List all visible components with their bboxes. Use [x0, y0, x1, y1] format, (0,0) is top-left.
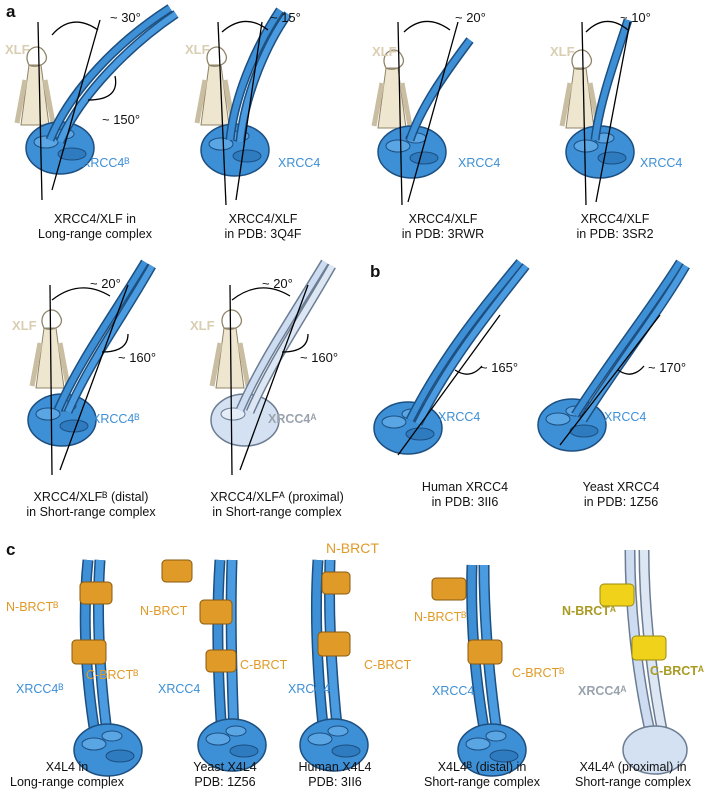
structure-b1 [373, 259, 530, 456]
structure-a4 [562, 18, 635, 206]
xrcc4-label: XRCC4 [458, 156, 501, 170]
angle-label: ~ 15° [270, 10, 301, 25]
xlf-label: XLF [372, 44, 397, 59]
caption: XRCC4/XLFᴮ (distal)in Short-range comple… [26, 490, 156, 519]
xrcc4-label: XRCC4ᴮ [16, 682, 64, 696]
panel-label-c: c [6, 540, 16, 559]
structure-b2 [537, 259, 690, 452]
xlf-label: XLF [550, 44, 575, 59]
xrcc4-label: XRCC4 [640, 156, 683, 170]
structure-c5 [599, 549, 688, 775]
angle-label: ~ 10° [620, 10, 651, 25]
structure-c1 [71, 559, 143, 777]
xrcc4-label: XRCC4ᴬ [578, 684, 627, 698]
structure-c4 [431, 564, 527, 777]
xlf-label: XLF [185, 42, 210, 57]
xrcc4-label: XRCC4 [278, 156, 321, 170]
structure-a5 [27, 259, 156, 476]
xlf-label: XLF [5, 42, 30, 57]
structure-a1 [17, 4, 179, 201]
n-brct-label: N-BRCT [140, 604, 188, 618]
xrcc4-label: XRCC4ᴮ [82, 156, 130, 170]
structure-a6 [211, 259, 336, 476]
xrcc4-label: XRCC4 [604, 410, 647, 424]
xrcc4-label: XRCC4 [158, 682, 201, 696]
n-brct-label: N-BRCTᴮ [6, 600, 59, 614]
angle-label: ~ 20° [262, 276, 293, 291]
n-brct-label: N-BRCTᴬ [562, 604, 616, 618]
panel-label-b: b [370, 262, 381, 281]
xrcc4-label: XRCC4 [288, 682, 331, 696]
c-brct-label: C-BRCTᴬ [650, 664, 704, 678]
structure-c2 [161, 559, 267, 772]
xrcc4-label: XRCC4ᴮ [432, 684, 480, 698]
angle-label: ~ 150° [102, 112, 141, 127]
structure-a3 [374, 20, 474, 206]
c-brct-label: C-BRCT [240, 658, 288, 672]
n-brct-label: N-BRCTᴮ [414, 610, 467, 624]
xrcc4-label: XRCC4 [438, 410, 481, 424]
xlf-label: XLF [190, 318, 215, 333]
c-brct-label: C-BRCTᴮ [512, 666, 565, 680]
c-brct-label: C-BRCTᴮ [86, 668, 139, 682]
n-brct-label: N-BRCT [326, 540, 379, 556]
angle-label: ~ 160° [300, 350, 339, 365]
angle-label: ~ 20° [90, 276, 121, 291]
caption: XRCC4/XLFᴬ (proximal)in Short-range comp… [210, 490, 344, 519]
angle-label: ~ 20° [455, 10, 486, 25]
angle-label: ~ 170° [648, 360, 687, 375]
angle-label: ~ 30° [110, 10, 141, 25]
structure-a2 [197, 7, 292, 206]
panel-label-a: a [6, 2, 16, 21]
xlf-label: XLF [12, 318, 37, 333]
structure-c3 [299, 559, 369, 772]
xrcc4-label: XRCC4ᴬ [268, 412, 317, 426]
xrcc4-label: XRCC4ᴮ [92, 412, 140, 426]
angle-label: ~ 165° [480, 360, 519, 375]
angle-label: ~ 160° [118, 350, 157, 365]
c-brct-label: C-BRCT [364, 658, 412, 672]
